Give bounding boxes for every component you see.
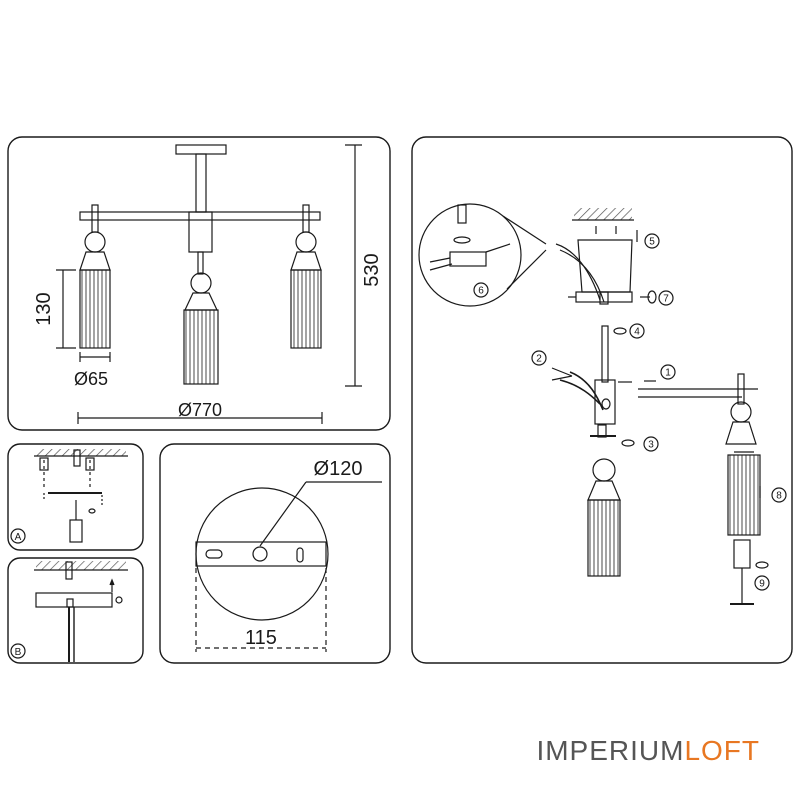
step-5: 5 xyxy=(649,237,655,248)
step-6: 6 xyxy=(478,286,484,297)
panel-canopy-plate xyxy=(159,443,391,664)
dim-shade-length: 130 xyxy=(33,292,55,325)
panel-b-canopy xyxy=(7,557,144,664)
dim-canopy-diameter: Ø120 xyxy=(314,458,363,480)
panel-a-mounting xyxy=(7,443,144,551)
brand-logo: IMPERIUMLOFT xyxy=(536,735,760,766)
step-3: 3 xyxy=(648,440,654,451)
step-9: 9 xyxy=(759,579,765,590)
panel-letter-a: A xyxy=(15,532,22,543)
step-1: 1 xyxy=(665,368,671,379)
dim-shade-diameter: Ø65 xyxy=(74,369,108,389)
step-4: 4 xyxy=(634,327,640,338)
step-7: 7 xyxy=(663,294,669,305)
brand-part-loft: LOFT xyxy=(684,735,760,766)
dim-height-total: 530 xyxy=(361,253,383,286)
panel-letter-b: B xyxy=(15,647,22,658)
brand-part-imperium: IMPERIUM xyxy=(536,735,684,766)
dim-mount-spacing: 115 xyxy=(245,627,277,649)
panel-dimensions xyxy=(7,136,391,431)
step-8: 8 xyxy=(776,491,782,502)
dim-span: Ø770 xyxy=(178,400,222,420)
panel-assembly xyxy=(411,136,793,664)
step-2: 2 xyxy=(536,354,542,365)
fixture-front-view xyxy=(79,144,322,385)
